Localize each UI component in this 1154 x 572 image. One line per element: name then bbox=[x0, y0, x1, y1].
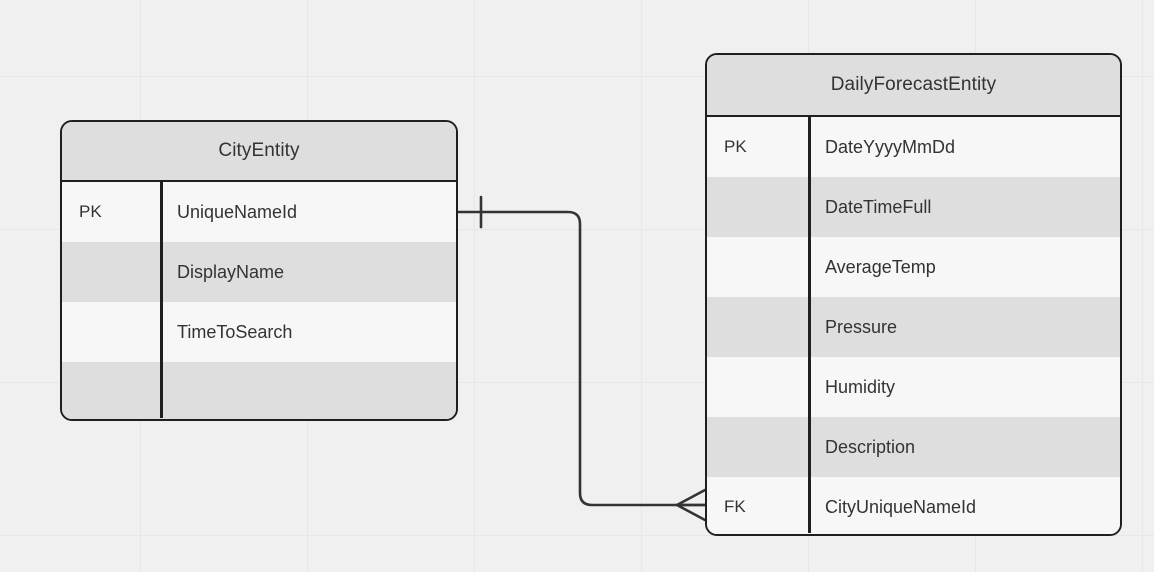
attribute-key-badge: FK bbox=[724, 497, 746, 516]
attribute-row[interactable]: FK CityUniqueNameId bbox=[707, 477, 1120, 534]
cardinality-many-crowsfoot-marker bbox=[675, 488, 707, 522]
attribute-name: AverageTemp bbox=[825, 256, 936, 277]
attribute-row[interactable]: PK DateYyyyMmDd bbox=[707, 117, 1120, 177]
attribute-row[interactable]: DateTimeFull bbox=[707, 177, 1120, 237]
attribute-key-badge: PK bbox=[79, 202, 102, 221]
attribute-name: Description bbox=[825, 436, 916, 457]
attribute-name: Pressure bbox=[825, 316, 898, 337]
attribute-key-badge: PK bbox=[724, 137, 747, 156]
relationship-line-city-dailyforecast[interactable] bbox=[456, 210, 707, 507]
attribute-name: DateYyyyMmDd bbox=[825, 136, 956, 157]
key-column-divider bbox=[160, 182, 163, 418]
attribute-name: Humidity bbox=[825, 376, 896, 397]
attribute-row[interactable] bbox=[62, 362, 456, 419]
attribute-row[interactable]: PK UniqueNameId bbox=[62, 182, 456, 242]
attribute-row[interactable]: TimeToSearch bbox=[62, 302, 456, 362]
attribute-name: TimeToSearch bbox=[177, 321, 293, 342]
attribute-name: DateTimeFull bbox=[825, 196, 932, 217]
entity-title-daily_forecast: DailyForecastEntity bbox=[707, 55, 1120, 117]
attribute-row[interactable]: Humidity bbox=[707, 357, 1120, 417]
attribute-row[interactable]: Description bbox=[707, 417, 1120, 477]
entity-title-city: CityEntity bbox=[62, 122, 456, 182]
attribute-name: UniqueNameId bbox=[177, 201, 298, 222]
key-column-divider bbox=[808, 117, 811, 533]
attribute-name: CityUniqueNameId bbox=[825, 496, 977, 517]
attribute-name: DisplayName bbox=[177, 261, 285, 282]
attribute-row[interactable]: DisplayName bbox=[62, 242, 456, 302]
attribute-row[interactable]: AverageTemp bbox=[707, 237, 1120, 297]
attribute-row[interactable]: Pressure bbox=[707, 297, 1120, 357]
